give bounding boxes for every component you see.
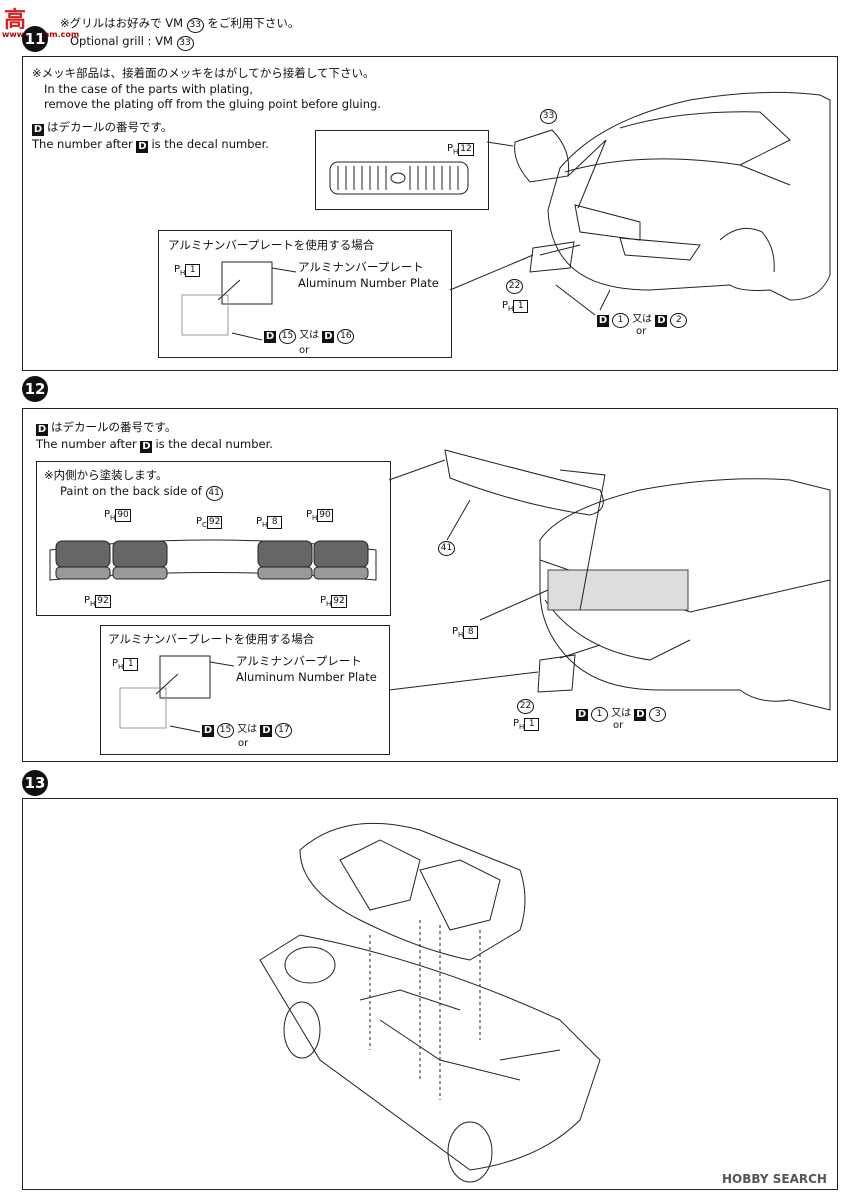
taillight-inset (36, 461, 391, 616)
chassis-interior (299, 822, 526, 961)
rear-car-outline (539, 478, 831, 711)
grill-inset-shape (329, 161, 469, 195)
taillight-l2 (112, 540, 168, 568)
plate-part-22-12: 22 (517, 698, 534, 714)
alu-jp-12: アルミナンバープレート (236, 654, 362, 668)
watermark-char: 高 (4, 8, 27, 33)
alu-en-11: Aluminum Number Plate (298, 276, 439, 290)
front-car-headlight (619, 237, 701, 261)
taillight-part-41: 41 (438, 540, 455, 556)
alu-plate-12 (159, 655, 211, 699)
taillight-part (444, 449, 604, 516)
decal-d-icon: D (32, 124, 44, 136)
plating-note-en2: remove the plating off from the gluing p… (44, 97, 381, 111)
taillight-r2 (313, 540, 369, 568)
taillight-l1 (55, 540, 111, 568)
front-or-11: or (636, 326, 647, 337)
decal-d-icon: D (322, 331, 335, 343)
decal-d-icon: D (260, 725, 273, 737)
paint-note-en: Paint on the back side of 41 (60, 484, 223, 501)
alu-jp-11: アルミナンバープレート (298, 260, 424, 274)
plating-note-jp: ※メッキ部品は、接着面のメッキをはがしてから接着して下さい。 (32, 66, 375, 80)
decal-d-icon: D (264, 331, 276, 343)
front-car-outline (547, 91, 831, 301)
alu-en-12: Aluminum Number Plate (236, 670, 377, 684)
decal-d-icon: D (576, 709, 588, 721)
alu-plate-inset-12 (100, 625, 390, 755)
rear-or-12: or (613, 720, 624, 731)
alu-plate-inset-11 (158, 230, 452, 358)
plating-note-en1: In the case of the parts with plating, (44, 82, 253, 96)
decal-d-icon: D (136, 141, 149, 153)
grill-note-jp: ※グリルはお好みで VM 33 をご利用下さい。 (60, 16, 299, 33)
footer-brand: HOBBY SEARCH (722, 1172, 827, 1186)
decal-d-icon: D (597, 315, 609, 327)
taillight-r1 (257, 540, 313, 568)
chassis-wheel-well (284, 946, 336, 984)
step-13-panel (22, 798, 838, 1190)
alu-or-11: or (299, 345, 310, 356)
chassis-wheel-rl (283, 1001, 321, 1059)
decal-d-icon: D (202, 725, 214, 737)
rear-plate (537, 654, 576, 693)
grill-inset-hatch (337, 166, 459, 190)
alu-title-11: アルミナンバープレートを使用する場合 (168, 238, 375, 252)
front-plate (529, 241, 575, 273)
decal-d-icon: D (36, 424, 48, 436)
decal-sheet-11 (181, 294, 229, 336)
alu-title-12: アルミナンバープレートを使用する場合 (108, 632, 315, 646)
grill-note-en: Optional grill : VM 33 (70, 34, 194, 51)
front-car-windshield (619, 111, 791, 166)
front-car-grill-slot (574, 204, 641, 241)
grill-emblem (390, 172, 406, 184)
plate-part-22: 22 (506, 278, 523, 294)
alu-or-12: or (238, 738, 249, 749)
step-13-number: 13 (22, 770, 48, 796)
decal-d-icon: D (140, 441, 153, 453)
front-car-wheel (719, 227, 775, 273)
decal-d-icon: D (634, 709, 647, 721)
chassis-wheel-rr (447, 1121, 493, 1183)
alu-plate-11 (221, 261, 273, 305)
grill-part (514, 129, 570, 183)
step-12-number: 12 (22, 376, 48, 402)
chassis-detail (359, 989, 561, 1081)
chassis-floor (259, 934, 601, 1171)
rear-taillight-band (547, 569, 689, 611)
decal-sheet-12 (119, 687, 167, 729)
front-car-hood (564, 158, 791, 186)
decal-d-icon: D (655, 315, 668, 327)
paint-note-jp: ※内側から塗装します。 (44, 468, 168, 482)
step-11-number: 11 (22, 26, 48, 52)
rear-car-bumper (544, 599, 691, 661)
grill-part-33: 33 (540, 108, 557, 124)
chassis-seats (339, 839, 501, 931)
